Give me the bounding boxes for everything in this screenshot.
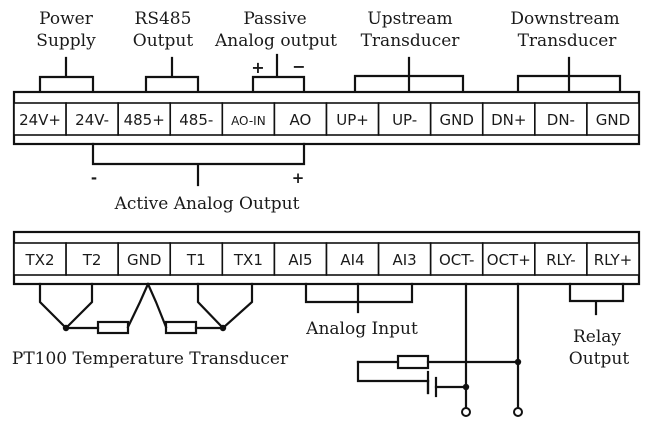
bottom-terminal-block: TX2 T2 GND T1 TX1 AI5 AI4 AI3 OCT- OCT+ RLY- RLY+ xyxy=(12,230,641,286)
top-terminal-block: 24V+ 24V- 485+ 485- AO-IN AO UP+ UP- GND DN+ DN- GN… xyxy=(12,90,641,146)
bottom-terminals: TX2 T2 GND T1 TX1 AI5 AI4 AI3 OCT- OCT+ RLY- RLY+ xyxy=(13,242,640,276)
bottom-terminal-ai3-7: AI3 xyxy=(377,242,432,276)
active-analog-bracket xyxy=(91,142,306,187)
bottom-terminal-octplus-9: OCT+ xyxy=(481,242,536,276)
active-analog-output-label: Active Analog Output xyxy=(114,194,300,214)
downstream-transducer-label-line2: Transducer xyxy=(518,31,618,51)
bottom-terminal-t1-3: T1 xyxy=(169,242,224,276)
terminal-label: 485+ xyxy=(124,111,165,129)
terminal-label: T1 xyxy=(186,251,206,269)
pt100-resistor-left xyxy=(96,320,130,335)
passive-bracket xyxy=(251,53,306,94)
terminal-label: AI4 xyxy=(340,251,364,269)
top-terminal-gnd-8: GND xyxy=(429,102,484,136)
downstream-transducer-label-line1: Downstream xyxy=(510,9,619,29)
pt100-resistor-right xyxy=(164,320,198,335)
top-terminal-dnminus-10: DN- xyxy=(534,102,588,136)
pt100-wiring xyxy=(38,282,254,335)
analog-input-bracket xyxy=(304,282,414,314)
terminal-label: GND xyxy=(596,111,630,129)
power-supply-label-line1: Power xyxy=(39,9,94,29)
terminal-label: RLY+ xyxy=(594,251,633,269)
top-terminal-aominusin-4: AO-IN xyxy=(221,102,276,136)
oct-load-resistor xyxy=(396,354,430,370)
terminal-label: UP+ xyxy=(336,111,369,129)
terminal-label: RLY- xyxy=(546,251,576,269)
bottom-terminal-rlyplus-11: RLY+ xyxy=(586,242,640,276)
bottom-terminal-gnd-2: GND xyxy=(117,242,172,276)
bottom-terminal-tx1-4: TX1 xyxy=(221,242,276,276)
upstream-bracket xyxy=(353,56,465,94)
passive-analog-label-line1: Passive xyxy=(243,9,306,29)
bottom-terminal-ai5-5: AI5 xyxy=(273,242,328,276)
top-terminal-upminus-7: UP- xyxy=(377,102,432,136)
terminal-label: AO-IN xyxy=(231,114,266,128)
power-supply-label-line2: Supply xyxy=(36,31,96,51)
top-terminal-dnplus-9: DN+ xyxy=(481,102,536,136)
power-bracket xyxy=(38,56,95,94)
passive-minus-sign: − xyxy=(292,57,305,76)
bottom-terminal-t2-1: T2 xyxy=(65,242,119,276)
terminal-label: OCT- xyxy=(439,251,474,269)
terminal-label: GND xyxy=(440,111,474,129)
passive-plus-sign: + xyxy=(251,58,264,77)
terminal-label: AI5 xyxy=(288,251,312,269)
bottom-terminal-octminus-8: OCT- xyxy=(429,242,484,276)
top-terminal-485plus-2: 485+ xyxy=(117,102,172,136)
active-minus-sign: - xyxy=(91,169,97,187)
top-terminal-gnd-11: GND xyxy=(586,102,640,136)
rs485-bracket xyxy=(144,56,200,94)
relay-output-label-line1: Relay xyxy=(573,327,621,347)
top-terminals: 24V+ 24V- 485+ 485- AO-IN AO UP+ UP- GND DN+ DN- GN… xyxy=(13,102,640,136)
terminal-label: AI3 xyxy=(393,251,417,269)
top-terminal-485minus-3: 485- xyxy=(169,102,224,136)
top-terminal-upplus-6: UP+ xyxy=(325,102,380,136)
top-terminal-24vplus-0: 24V+ xyxy=(13,102,67,136)
rs485-output-label-line2: Output xyxy=(133,31,194,51)
terminal-label: UP- xyxy=(392,111,417,129)
terminal-label: 24V- xyxy=(75,111,109,129)
upstream-transducer-label-line1: Upstream xyxy=(367,9,452,29)
rs485-output-label-line1: RS485 xyxy=(135,9,192,29)
pt100-label: PT100 Temperature Transducer xyxy=(12,349,289,369)
top-terminal-ao-5: AO xyxy=(273,102,328,136)
passive-analog-label-line2: Analog output xyxy=(214,31,337,51)
terminal-label: GND xyxy=(127,251,161,269)
terminal-label: AO xyxy=(290,111,312,129)
terminal-label: DN- xyxy=(547,111,575,129)
oct-wiring xyxy=(356,282,523,417)
relay-output-label-line2: Output xyxy=(569,349,630,369)
active-plus-sign: + xyxy=(292,169,305,187)
analog-input-label: Analog Input xyxy=(305,319,418,339)
downstream-bracket xyxy=(516,56,622,94)
bottom-terminal-ai4-6: AI4 xyxy=(325,242,380,276)
terminal-label: DN+ xyxy=(491,111,526,129)
bottom-terminal-rlyminus-10: RLY- xyxy=(534,242,588,276)
upstream-transducer-label-line2: Transducer xyxy=(361,31,461,51)
top-terminal-24vminus-1: 24V- xyxy=(65,102,119,136)
bottom-terminal-tx2-0: TX2 xyxy=(13,242,67,276)
terminal-label: OCT+ xyxy=(487,251,531,269)
terminal-label: 24V+ xyxy=(19,111,61,129)
relay-output-bracket xyxy=(568,282,625,316)
terminal-label: 485- xyxy=(179,111,213,129)
terminal-label: T2 xyxy=(82,251,102,269)
terminal-label: TX1 xyxy=(233,251,263,269)
terminal-label: TX2 xyxy=(25,251,55,269)
